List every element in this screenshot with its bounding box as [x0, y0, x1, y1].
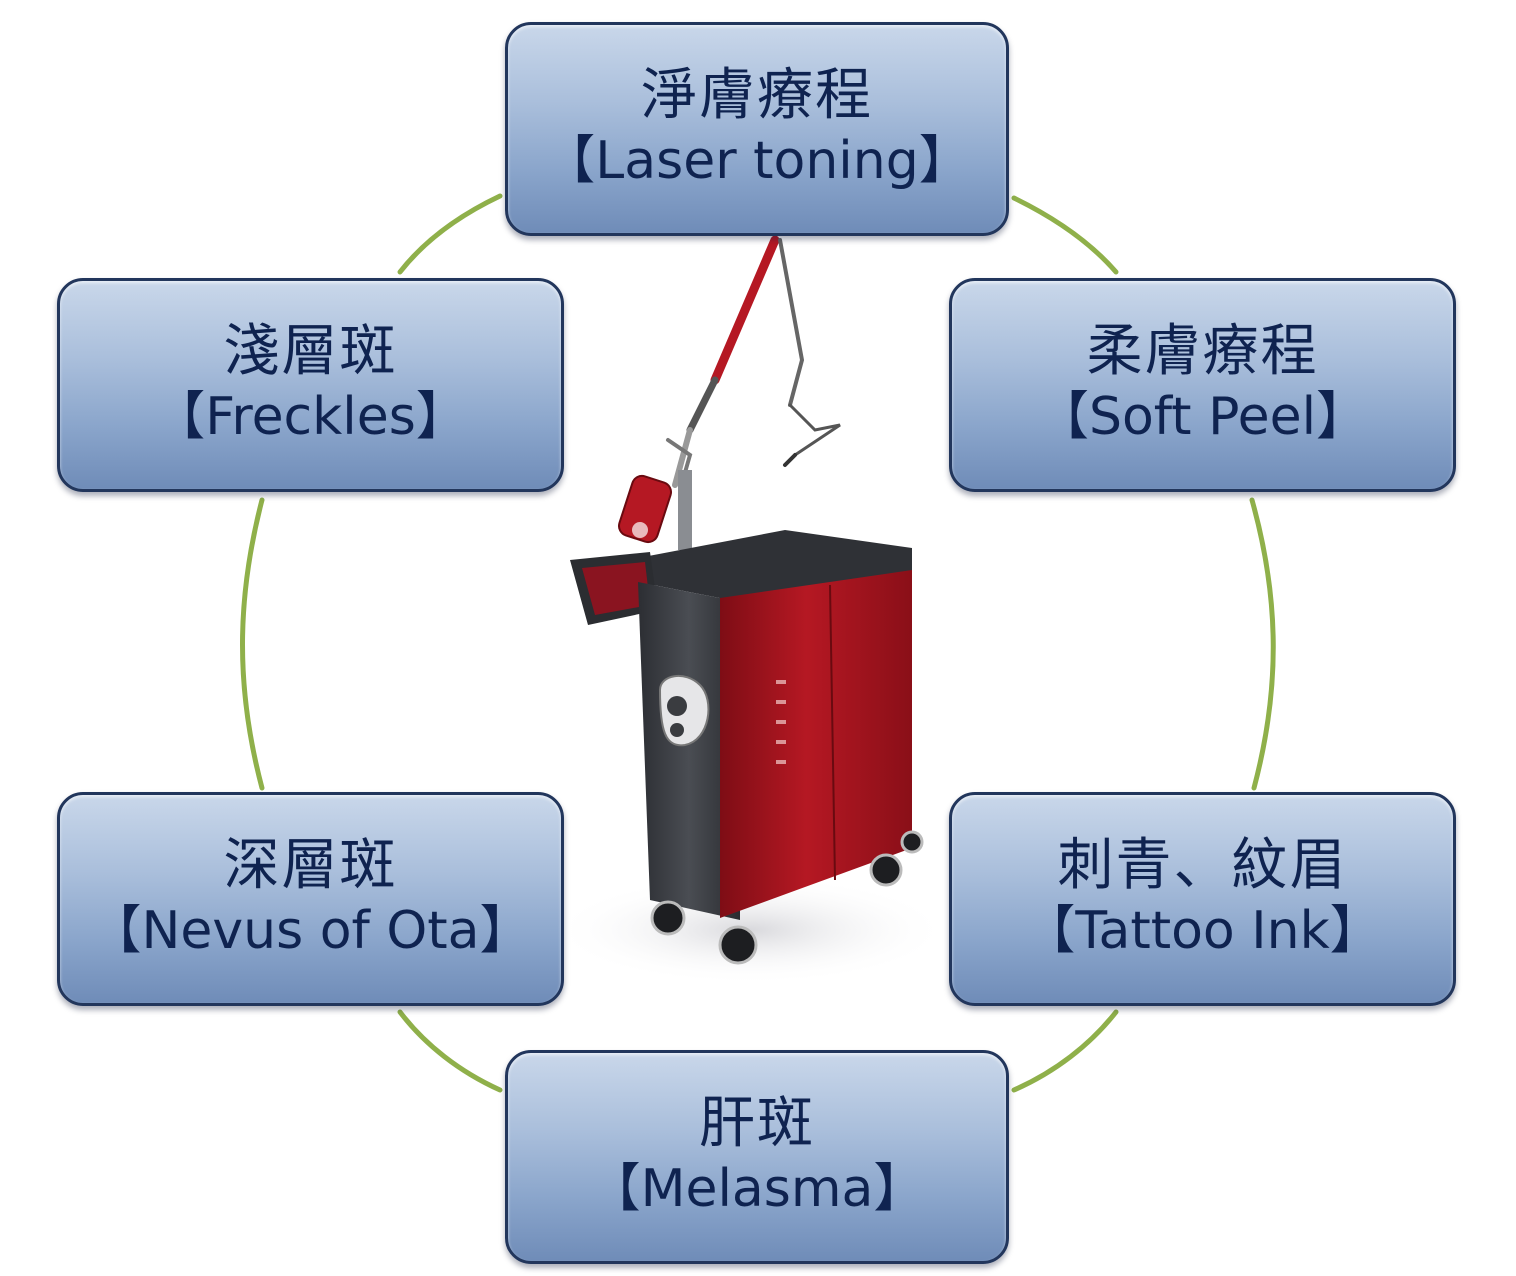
node-label-en: 【Tattoo Ink】	[1023, 900, 1382, 961]
handpiece	[618, 470, 692, 550]
node-label-en: 【Nevus of Ota】	[89, 900, 532, 961]
node-label-zh: 柔膚療程	[1086, 319, 1319, 385]
node-label-en: 【Freckles】	[153, 386, 468, 447]
node-label-zh: 淺層斑	[223, 319, 398, 385]
connector-left	[240, 497, 265, 791]
console-body	[638, 570, 912, 920]
connector-top-right	[1011, 195, 1119, 275]
node-label-en: 【Melasma】	[588, 1158, 926, 1219]
node-label-zh: 淨膚療程	[641, 63, 873, 129]
connector-right	[1249, 497, 1276, 791]
node-soft-peel: 柔膚療程 【Soft Peel】	[949, 278, 1456, 492]
node-label-en: 【Laser toning】	[543, 130, 971, 191]
wheels	[650, 830, 924, 965]
articulated-arm	[666, 235, 841, 492]
node-laser-toning: 淨膚療程 【Laser toning】	[505, 22, 1009, 236]
node-label-zh: 刺青、紋眉	[1057, 833, 1348, 899]
node-nevus-of-ota: 深層斑 【Nevus of Ota】	[57, 792, 564, 1006]
connector-bottom-right	[1011, 1009, 1119, 1093]
node-freckles: 淺層斑 【Freckles】	[57, 278, 564, 492]
laser-device-image	[550, 235, 940, 985]
node-label-en: 【Soft Peel】	[1036, 386, 1369, 447]
node-label-zh: 肝斑	[699, 1091, 815, 1157]
connector-top-left	[397, 193, 503, 275]
node-melasma: 肝斑 【Melasma】	[505, 1050, 1009, 1264]
connector-bottom-left	[397, 1009, 503, 1093]
node-tattoo-ink: 刺青、紋眉 【Tattoo Ink】	[949, 792, 1456, 1006]
node-label-zh: 深層斑	[223, 833, 398, 899]
